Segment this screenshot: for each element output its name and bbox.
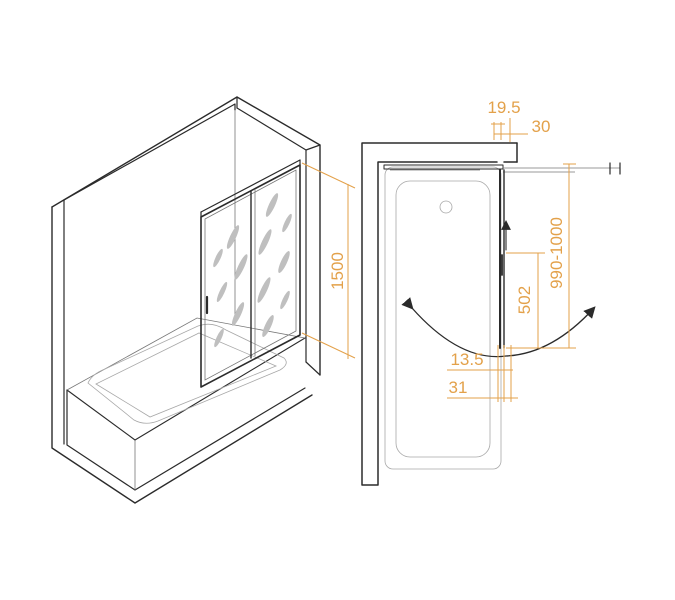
- swing-range-label: 990-1000: [547, 217, 566, 289]
- swing-arc: [401, 297, 596, 358]
- wall-alcove: [51, 96, 321, 504]
- top-offset-b-label: 30: [532, 117, 551, 136]
- panel-width-label: 502: [515, 286, 534, 314]
- shower-screen: [200, 159, 301, 388]
- plan-rail: [383, 162, 621, 175]
- plan-view: 19.5 30 990-1000 502 13.5 31: [361, 98, 621, 486]
- swing-range-dimension: 990-1000: [506, 163, 576, 349]
- isometric-view: 1500: [51, 96, 356, 504]
- plan-bathtub: [384, 166, 502, 470]
- glass-pattern: [213, 193, 292, 348]
- plan-wall: [361, 142, 518, 486]
- bottom-offset-a-label: 13.5: [450, 350, 483, 369]
- bottom-offset-b-label: 31: [449, 378, 468, 397]
- plan-panels: [499, 169, 511, 349]
- drain-icon: [439, 200, 453, 214]
- panel-width-dimension: 502: [506, 252, 545, 348]
- bathtub: [66, 317, 306, 491]
- height-label: 1500: [328, 252, 347, 290]
- top-dimensions: 19.5 30: [487, 98, 550, 142]
- height-dimension: 1500: [301, 162, 356, 359]
- top-offset-a-label: 19.5: [487, 98, 520, 117]
- bottom-dimensions: 13.5 31: [447, 345, 518, 402]
